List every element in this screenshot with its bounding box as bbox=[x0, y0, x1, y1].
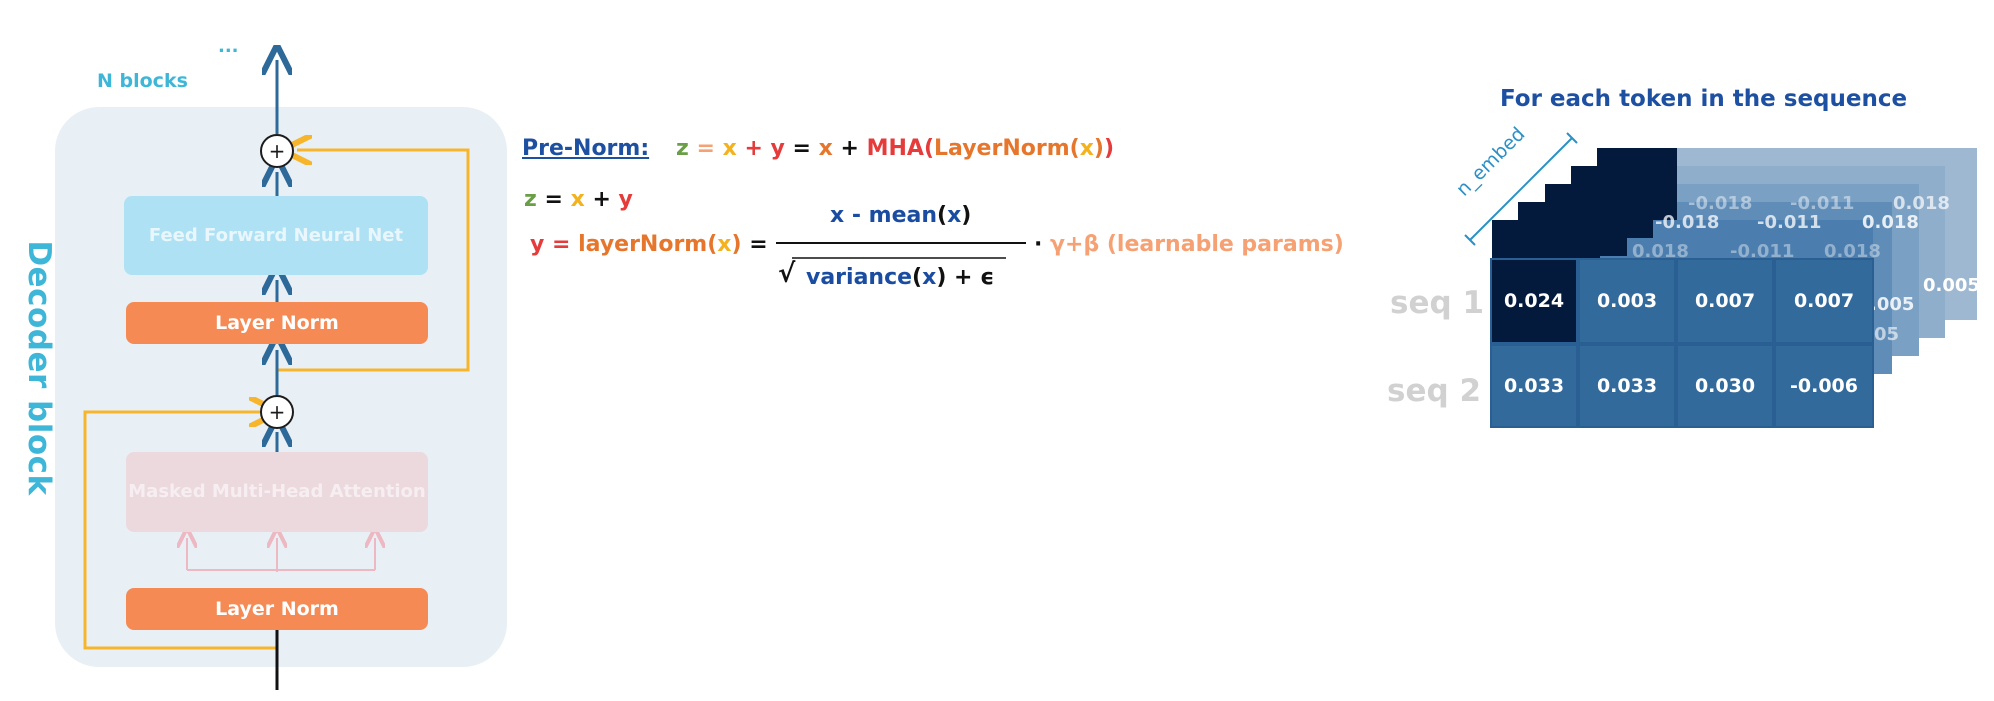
grid-cell: 0.033 bbox=[1490, 344, 1578, 428]
formula-token: ) bbox=[1093, 136, 1104, 161]
formula-token: γ+β (learnable params) bbox=[1042, 232, 1344, 257]
add-node-attention: + bbox=[260, 395, 294, 429]
pre-norm-label: Pre-Norm: bbox=[522, 136, 650, 161]
formula-token: x bbox=[570, 187, 585, 212]
formula-token: x bbox=[1079, 136, 1094, 161]
formula-token: y bbox=[618, 187, 633, 212]
formula-token: ) bbox=[1103, 136, 1115, 161]
formula-token: x bbox=[830, 203, 845, 228]
formula-token: variance bbox=[806, 265, 913, 290]
formula-token: = bbox=[544, 232, 579, 257]
formula-token: ) bbox=[961, 203, 972, 228]
grid-title: For each token in the sequence bbox=[1500, 86, 1908, 112]
formula-token: ( bbox=[1069, 136, 1080, 161]
formula-token: ϵ bbox=[980, 265, 995, 290]
formula-line-1: z = x + y = x + MHA(LayerNorm(x)) bbox=[676, 136, 1114, 161]
grid-cell: -0.006 bbox=[1774, 344, 1874, 428]
formula-token: - bbox=[844, 203, 869, 228]
formula-token: = bbox=[741, 232, 768, 257]
formula-token: ) bbox=[731, 232, 742, 257]
back-value: 05 bbox=[1874, 324, 1900, 345]
more-blocks-ellipsis: ... bbox=[218, 36, 239, 57]
formula-token: z bbox=[676, 136, 689, 161]
formula-token: · bbox=[1034, 232, 1043, 257]
formula-token: ) bbox=[936, 265, 947, 290]
grid-cell: 0.007 bbox=[1774, 258, 1874, 344]
formula-token: MHA bbox=[866, 136, 924, 161]
back-value: -0.018 bbox=[1688, 193, 1753, 214]
add-node-ffn: + bbox=[260, 134, 294, 168]
grid-cell: 0.024 bbox=[1490, 258, 1578, 344]
grid-cell: 0.003 bbox=[1578, 258, 1676, 344]
formula-token: + bbox=[832, 136, 867, 161]
back-value: 0.018 bbox=[1862, 212, 1919, 233]
formula-token: = bbox=[536, 187, 571, 212]
formula-token: = bbox=[784, 136, 819, 161]
formula-token: y bbox=[770, 136, 785, 161]
formula-token: y bbox=[530, 232, 545, 257]
n-blocks-label: N blocks bbox=[97, 70, 188, 92]
formula-token: x bbox=[722, 136, 737, 161]
feed-forward-neural-net: Feed Forward Neural Net bbox=[124, 196, 428, 275]
formula-lhs: y = layerNorm(x) = bbox=[530, 232, 768, 257]
back-value: -0.011 bbox=[1757, 212, 1822, 233]
n-embed-axis bbox=[1469, 137, 1573, 241]
row-label-seq-1: seq 1 bbox=[1390, 285, 1485, 321]
grid-cell: 0.007 bbox=[1676, 258, 1774, 344]
formula-token: x bbox=[947, 203, 962, 228]
formula-token: x bbox=[922, 265, 937, 290]
formula-token: ( bbox=[912, 265, 923, 290]
formula-token: + bbox=[946, 265, 981, 290]
formula-token: ( bbox=[937, 203, 948, 228]
formula-rhs: · γ+β (learnable params) bbox=[1034, 232, 1344, 257]
grid-cell: 0.033 bbox=[1578, 344, 1676, 428]
back-value: 0.018 bbox=[1632, 241, 1689, 262]
back-value: .005 bbox=[1870, 294, 1915, 315]
back-value: -0.011 bbox=[1730, 241, 1795, 262]
back-value: 0.018 bbox=[1824, 241, 1881, 262]
formula-token: + bbox=[584, 187, 619, 212]
residual-path-top bbox=[277, 150, 470, 372]
residual-path-bottom bbox=[83, 412, 277, 650]
layer-norm-bottom: Layer Norm bbox=[126, 588, 428, 630]
formula-line-2: z = x + y bbox=[524, 187, 633, 212]
formula-token: x bbox=[717, 232, 732, 257]
layer-norm-top: Layer Norm bbox=[126, 302, 428, 344]
back-value: -0.018 bbox=[1655, 212, 1720, 233]
formula-token: mean bbox=[868, 203, 938, 228]
formula-numerator: x - mean(x) bbox=[830, 203, 971, 228]
grid-cell: 0.030 bbox=[1676, 344, 1774, 428]
row-label-seq-2: seq 2 bbox=[1387, 373, 1482, 409]
formula-token: ( bbox=[923, 136, 935, 161]
formula-token: LayerNorm bbox=[934, 136, 1070, 161]
masked-multi-head-attention: Masked Multi-Head Attention bbox=[126, 452, 428, 532]
sqrt-symbol: √ bbox=[778, 259, 796, 289]
formula-token: ( bbox=[707, 232, 718, 257]
back-value: -0.011 bbox=[1790, 193, 1855, 214]
formula-token: layerNorm bbox=[578, 232, 708, 257]
back-value: 0.018 bbox=[1893, 193, 1950, 214]
formula-token: + bbox=[736, 136, 771, 161]
back-value: 0.005 bbox=[1923, 275, 1980, 296]
formula-denominator: variance(x) + ϵ bbox=[806, 265, 994, 290]
formula-token: x bbox=[818, 136, 833, 161]
formula-token: z bbox=[524, 187, 537, 212]
formula-token: = bbox=[688, 136, 723, 161]
